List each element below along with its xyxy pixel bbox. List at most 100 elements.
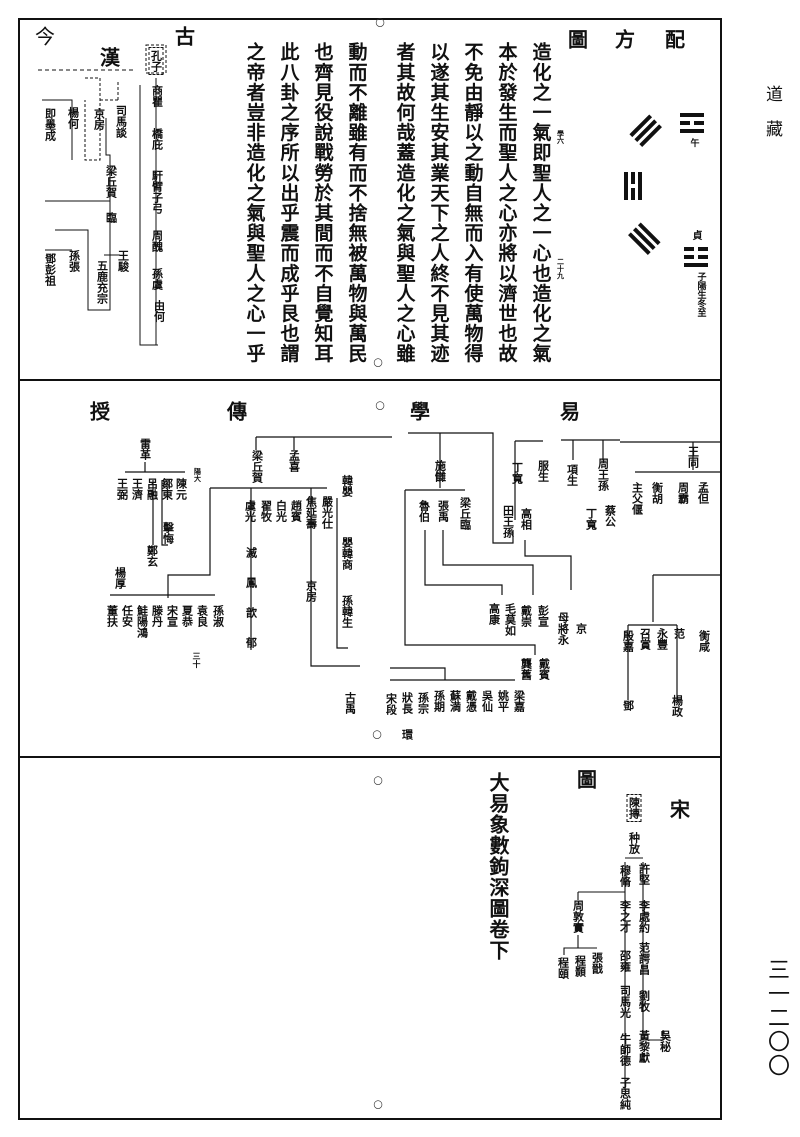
lineage-node: 母將永 <box>556 612 570 645</box>
lineage-node: 嚴光仕 <box>320 496 334 529</box>
binding-hole-mark: ○ <box>372 727 382 741</box>
lineage-node: 周敦實 <box>571 900 585 933</box>
lineage-node: 馯臂子弓 <box>150 170 164 214</box>
lineage-node: 王弼 <box>115 478 129 500</box>
lineage-node: 董扶 <box>105 605 119 627</box>
lineage-node: 任安 <box>120 605 134 627</box>
lineage-node: 陽大 <box>193 468 203 482</box>
lineage-node: 擊悔 <box>161 522 175 544</box>
text-column: 此八卦之序所以出乎震而成乎艮也謂 <box>277 42 300 364</box>
lineage-node: 滅 <box>244 547 258 558</box>
lineage-node: 孟喜 <box>287 450 301 472</box>
lineage-node: 孔子 <box>148 47 164 75</box>
lineage-node: 戴憑 <box>464 690 478 712</box>
lineage-node: 王駿 <box>116 250 130 272</box>
text-column: 不免由靜以之動自無而入有使萬物得 <box>461 42 484 364</box>
lineage-node: 子思純 <box>618 1077 632 1110</box>
marginal-note: 二十九 <box>556 258 566 279</box>
lineage-node: 五鹿充宗 <box>95 260 109 304</box>
lineage-node: 夏恭 <box>180 605 194 627</box>
lineage-node: 王濟 <box>130 478 144 500</box>
lineage-node: 商瞿 <box>150 85 164 107</box>
diagram-title-char: 配 <box>665 27 685 52</box>
page-mark: 三十 <box>192 652 202 668</box>
lineage-node: 橋庇 <box>150 128 164 150</box>
lineage-node: 鮭陽鴻 <box>135 605 149 638</box>
trigram-label: 午 <box>688 138 699 147</box>
lineage-node: 程顥 <box>573 955 587 977</box>
lineage-node: 范 <box>672 628 686 639</box>
lineage-node: 許堅 <box>637 863 651 885</box>
lineage-node: 張禹 <box>436 500 450 522</box>
lineage-node: 鳳 <box>244 577 258 588</box>
binding-hole-mark: ○ <box>373 773 383 787</box>
collection-label: 道藏 <box>762 85 782 155</box>
lineage-node: 魯伯 <box>417 500 431 522</box>
lineage-node: 鄭玄 <box>145 545 159 567</box>
lineage-node: 司馬光 <box>618 985 632 1018</box>
lineage-node: 吳秘 <box>658 1030 672 1052</box>
text-column: 之帝者豈非造化之氣與聖人之心一乎 <box>243 42 266 364</box>
page-border <box>18 18 722 1120</box>
lineage-node: 吳仙 <box>480 690 494 712</box>
lineage-node: 項生 <box>565 464 579 486</box>
lineage-node: 即墨成 <box>43 108 57 141</box>
lineage-node: 李之才 <box>618 900 632 933</box>
lineage-node: 牛師德 <box>618 1033 632 1066</box>
lineage-node: 服生 <box>536 460 550 482</box>
lineage-node: 京房 <box>92 108 106 130</box>
lineage-node: 虞光 <box>243 500 257 522</box>
lineage-node: 周王孫 <box>596 458 610 491</box>
volume-title: 大易象數鉤深圖卷下 <box>486 772 510 961</box>
lineage-node: 种放 <box>627 832 641 854</box>
lineage-node: 殷嘉 <box>621 630 635 652</box>
lineage-node: 由何 <box>152 300 166 322</box>
lineage-node: 郁 <box>244 637 258 648</box>
text-column: 以遂其生安其業天下之人終不見其迹 <box>427 42 450 364</box>
lineage-node: 程頤 <box>556 957 570 979</box>
lineage-node: 高相 <box>519 508 533 530</box>
lineage-node: 京房 <box>304 580 318 602</box>
page-number: 三一二〇〇 <box>764 958 789 1078</box>
lineage-node: 孫韓生 <box>340 595 354 628</box>
section-title-char: 傳 <box>227 399 247 424</box>
lineage-node: 高康 <box>487 603 501 625</box>
lineage-node: 楊厚 <box>113 567 127 589</box>
lineage-node: 鄧彭祖 <box>43 253 57 286</box>
lineage-node: 宋段 <box>384 693 398 715</box>
lineage-node: 陳摶 <box>626 794 642 822</box>
divider <box>18 756 722 758</box>
lineage-node: 周醜 <box>150 230 164 252</box>
diagram-title: 圖 <box>577 767 597 792</box>
lineage-node: 邵雍 <box>618 950 632 972</box>
lineage-node: 鄧 <box>621 700 635 711</box>
lineage-node: 嬰韓商 <box>340 537 354 570</box>
lineage-node: 施讎 <box>433 460 447 482</box>
lineage-node: 環 <box>400 729 414 740</box>
dynasty-label: 漢 <box>100 45 120 70</box>
section-title-char: 授 <box>90 399 110 424</box>
lineage-node: 王同 <box>686 446 700 468</box>
lineage-node: 李處約 <box>637 900 651 933</box>
dynasty-label: 宋 <box>670 797 690 822</box>
lineage-node: 丁寬 <box>510 462 524 484</box>
lineage-node: 蔡公 <box>603 505 617 527</box>
lineage-node: 狀長 <box>400 692 414 714</box>
lineage-node: 孫淑 <box>211 605 225 627</box>
divider <box>18 379 722 381</box>
lineage-node: 臨 <box>104 212 118 223</box>
diagram-title-char: 方 <box>615 27 635 52</box>
lineage-node: 滕丹 <box>150 605 164 627</box>
lineage-node: 孟但 <box>696 482 710 504</box>
text-column: 者其故何哉蓋造化之氣與聖人之心雖 <box>393 42 416 364</box>
lineage-node: 蘇満 <box>448 690 462 712</box>
lineage-node: 穆脩 <box>618 865 632 887</box>
lineage-node: 梁丘臨 <box>458 497 472 530</box>
text-column: 動而不離雖有而不捨無被萬物與萬民 <box>345 42 368 364</box>
binding-hole-mark: ○ <box>373 1097 383 1111</box>
lineage-node: 孫期 <box>432 690 446 712</box>
trigram-label: 貞 <box>690 230 701 240</box>
lineage-node: 范諤昌 <box>637 942 651 975</box>
lineage-node: 龔舊 <box>519 658 533 680</box>
